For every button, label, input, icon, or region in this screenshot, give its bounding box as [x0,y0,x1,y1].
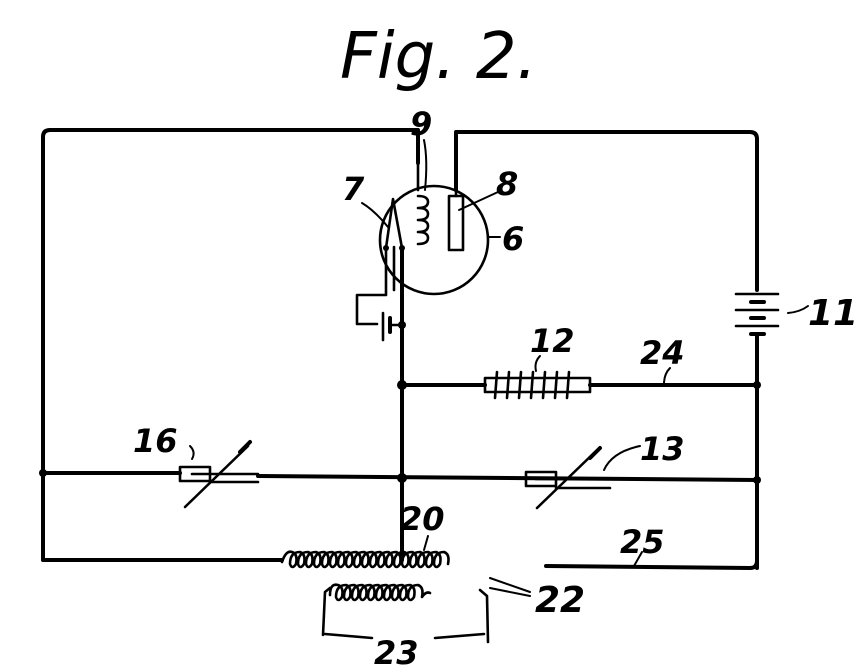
label-25: 25 [620,523,665,561]
capacitor-16-leader [189,445,195,460]
filament-wire [384,197,404,250]
label-12: 12 [530,322,575,360]
junction-filament [398,321,406,329]
wire-25 [544,559,759,570]
grid-leader [423,139,428,191]
coil-23-bracket [323,632,486,640]
label-24: 24 [640,334,685,372]
wire-top-right [454,130,759,292]
label-16: 16 [133,422,178,460]
coil-20-leader [423,535,429,551]
junction-24-left [397,380,407,390]
capacitor-13-leader [603,445,641,471]
capacitor-16-arrowhead [238,440,252,454]
inductor-winding [493,370,571,400]
label-23: 23 [374,634,419,668]
wire-24-leader [663,367,671,385]
label-6: 6 [502,220,524,258]
coil-20 [280,550,450,569]
tube-envelope [378,184,490,296]
tap-leaders [489,577,531,597]
label-11: 11 [808,293,858,334]
capacitor-13-arrow [535,450,597,510]
label-7: 7 [342,170,365,208]
filament-leader [361,202,389,228]
grid-coil [416,194,430,246]
plate [447,194,465,252]
junction-24-right [753,381,761,389]
capacitor-16-lines [190,472,260,484]
wire-25-leader [633,551,643,567]
figure-title: Fig. 2. [340,20,537,94]
capacitor-13-arrowhead [588,446,602,460]
capacitor-16-arrow [183,444,250,509]
capacitor-13-lines [534,477,612,490]
battery-leader [787,305,809,314]
coil-23-ends [321,586,490,644]
junction-mid-center [397,473,407,483]
label-9: 9 [410,105,432,143]
wire-left-loop [41,128,420,562]
coil-23 [328,583,432,602]
inductor-leader [534,355,541,372]
plate-leader [458,191,499,211]
label-20: 20 [400,500,445,538]
label-8: 8 [496,165,518,203]
inductor-core [483,376,592,394]
label-22: 22 [535,580,585,621]
junction-mid-right [753,476,761,484]
wire-mid-center [256,474,759,482]
filament-left-lead [355,246,388,326]
label-13: 13 [640,430,685,468]
junction-mid-left [39,469,47,477]
